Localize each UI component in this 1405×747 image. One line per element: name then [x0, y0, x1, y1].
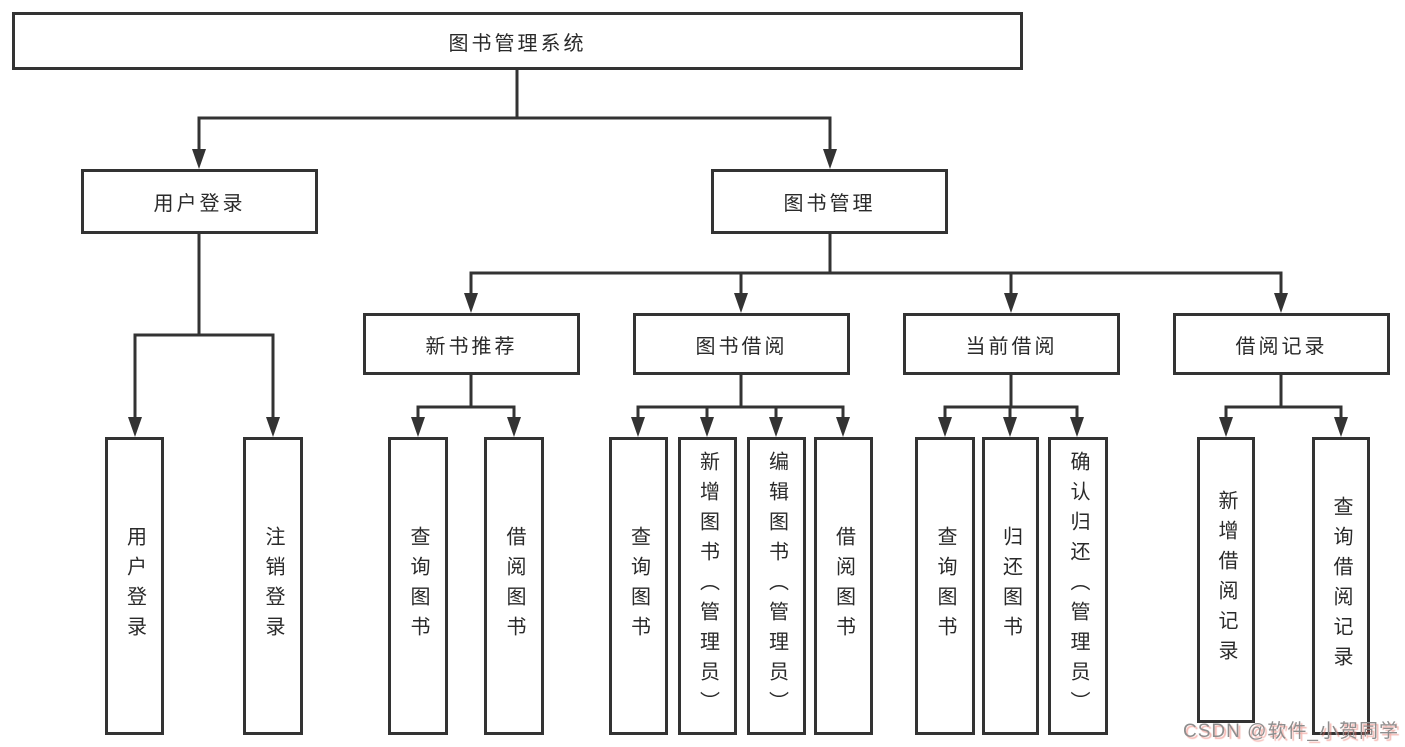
leaf-confirm-return-admin: 确认归还（管理员） [1048, 437, 1108, 735]
connector-user-login-to-leaves [133, 231, 275, 422]
connector-root-to-level2 [197, 67, 832, 154]
arrowhead-down-icon [1003, 417, 1017, 437]
arrowhead-down-icon [938, 417, 952, 437]
leaf-borrow-books-recommend: 借阅图书 [484, 437, 544, 735]
arrowhead-down-icon [266, 417, 280, 437]
arrowhead-down-icon [1219, 417, 1233, 437]
connector-book-borrow-to-leaves [636, 372, 845, 422]
arrowhead-down-icon [1004, 293, 1018, 313]
arrowhead-down-icon [128, 417, 142, 437]
arrowhead-down-icon [769, 417, 783, 437]
node-current-borrowing: 当前借阅 [903, 313, 1120, 375]
leaf-add-borrow-record: 新增借阅记录 [1197, 437, 1255, 723]
leaf-query-borrow-record: 查询借阅记录 [1312, 437, 1370, 735]
arrowhead-down-icon [1334, 417, 1348, 437]
arrowhead-down-icon [836, 417, 850, 437]
leaf-return-books: 归还图书 [982, 437, 1039, 735]
arrowhead-down-icon [192, 149, 206, 169]
leaf-user-login: 用户登录 [105, 437, 164, 735]
leaf-query-books-recommend: 查询图书 [388, 437, 448, 735]
arrowhead-down-icon [507, 417, 521, 437]
arrowhead-down-icon [631, 417, 645, 437]
leaf-query-books-current: 查询图书 [915, 437, 975, 735]
connector-book-mgmt-to-level3 [469, 231, 1283, 298]
arrowhead-down-icon [1070, 417, 1084, 437]
arrowhead-down-icon [411, 417, 425, 437]
connector-current-borrow-to-leaves [943, 372, 1079, 422]
leaf-query-books-borrow: 查询图书 [609, 437, 668, 735]
connector-borrow-records-to-leaves [1224, 372, 1343, 422]
leaf-logout: 注销登录 [243, 437, 303, 735]
node-user-login: 用户登录 [81, 169, 318, 234]
node-root: 图书管理系统 [12, 12, 1023, 70]
node-new-book-recommend: 新书推荐 [363, 313, 580, 375]
node-book-borrowing: 图书借阅 [633, 313, 850, 375]
node-borrowing-records: 借阅记录 [1173, 313, 1390, 375]
node-book-management: 图书管理 [711, 169, 948, 234]
arrowhead-down-icon [1274, 293, 1288, 313]
arrowhead-down-icon [823, 149, 837, 169]
leaf-borrow-books: 借阅图书 [814, 437, 873, 735]
arrowhead-down-icon [464, 293, 478, 313]
leaf-edit-books-admin: 编辑图书（管理员） [747, 437, 806, 735]
arrowhead-down-icon [734, 293, 748, 313]
connector-new-book-rec-to-leaves [416, 372, 516, 422]
leaf-add-books-admin: 新增图书（管理员） [678, 437, 737, 735]
arrowhead-down-icon [700, 417, 714, 437]
csdn-watermark: CSDN @软件_小贺同学 [1183, 721, 1399, 742]
